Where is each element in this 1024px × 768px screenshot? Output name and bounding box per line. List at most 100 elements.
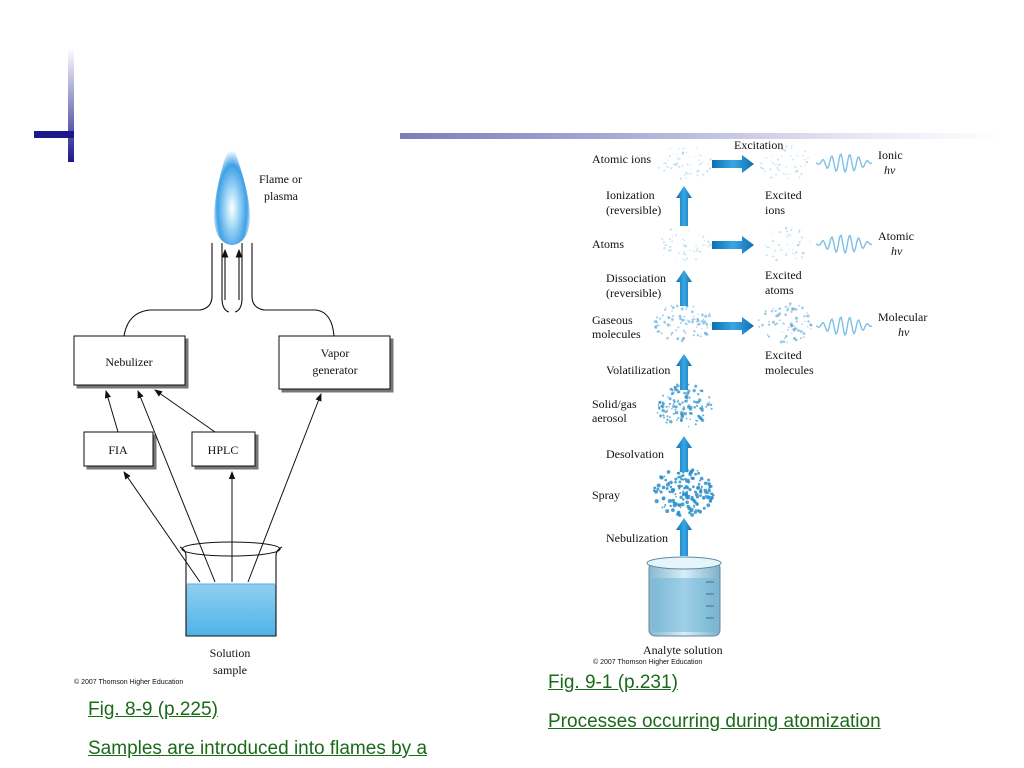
particle-dot <box>680 502 685 507</box>
particle-dot <box>654 499 659 504</box>
particle-dot <box>783 337 786 340</box>
particle-dot <box>686 405 690 409</box>
particle-dot <box>682 407 686 411</box>
particle-dot <box>683 250 686 253</box>
particle-dot <box>778 312 782 316</box>
particle-dot <box>663 247 666 250</box>
particle-dot <box>707 495 710 498</box>
particle-dot <box>784 253 788 257</box>
particle-dot <box>757 319 760 321</box>
fig-9-1: Excitation Atomic ions Ionization (rever… <box>592 138 927 666</box>
particle-dot <box>689 172 692 175</box>
particle-dot <box>665 421 668 424</box>
particle-dot <box>810 328 812 330</box>
dissociation-label-line2: (reversible) <box>606 286 661 300</box>
spray-label: Spray <box>592 488 620 502</box>
particle-dot <box>790 145 793 148</box>
particle-dot <box>693 330 696 333</box>
particle-dot <box>677 471 681 475</box>
particle-dot <box>683 406 685 408</box>
particle-dot <box>800 256 803 259</box>
particle-dot <box>686 172 689 176</box>
particle-dot <box>794 165 796 168</box>
particle-dot <box>662 241 666 244</box>
particle-dot <box>806 312 808 314</box>
atomic-ions-label: Atomic ions <box>592 152 651 166</box>
fig-9-1-caption-link[interactable]: Processes occurring during atomization <box>548 711 881 732</box>
fig-8-9-caption-link[interactable]: Samples are introduced into flames by a <box>88 738 428 759</box>
particle-dot <box>803 253 806 255</box>
particle-dot <box>696 419 699 422</box>
nebulizer-box <box>73 335 186 386</box>
fig8-9-copyright: © 2007 Thomson Higher Education <box>74 678 183 686</box>
particle-dot <box>685 177 687 179</box>
particle-dot <box>676 162 679 164</box>
particle-dot <box>656 411 659 414</box>
particle-dot <box>700 327 703 330</box>
particle-dot <box>667 249 671 252</box>
particle-dot <box>809 323 812 326</box>
particle-dot <box>786 233 789 236</box>
particle-dot <box>772 255 775 258</box>
particle-dot <box>669 387 673 391</box>
particle-dot <box>795 317 798 320</box>
particle-dot <box>766 246 769 249</box>
particle-dot <box>669 480 673 485</box>
particle-dot <box>663 254 665 256</box>
particle-dot <box>689 397 691 399</box>
particle-dot <box>666 418 669 421</box>
fig-8-9-link[interactable]: Fig. 8-9 (p.225) <box>88 699 218 720</box>
particle-dot <box>792 307 796 311</box>
particle-dot <box>694 509 697 511</box>
particle-dot <box>710 492 714 496</box>
particle-dot <box>678 157 681 160</box>
particle-dot <box>777 243 780 246</box>
particle-dot <box>695 320 698 323</box>
particle-dot <box>689 469 694 474</box>
particle-dot <box>705 333 708 335</box>
ionic-hv-label-line1: Ionic <box>878 148 903 162</box>
particle-dot <box>684 322 688 325</box>
particle-dot <box>659 414 661 416</box>
particle-dot <box>669 249 672 252</box>
particle-dot <box>685 417 688 420</box>
particle-dot <box>687 229 690 231</box>
fig-9-1-link[interactable]: Fig. 9-1 (p.231) <box>548 672 678 693</box>
particle-dot <box>784 227 788 230</box>
particle-dot <box>779 340 783 344</box>
particle-dot <box>658 248 660 250</box>
particle-dot <box>693 405 697 409</box>
atomic-hv-label-line1: Atomic <box>878 229 914 243</box>
particle-dot <box>788 248 790 250</box>
particle-dot <box>798 229 801 231</box>
particle-dot <box>681 338 684 341</box>
particle-dot <box>695 251 697 253</box>
accent-horizontal-bar <box>34 131 74 138</box>
particle-dot <box>788 173 790 175</box>
particle-dot <box>801 237 803 239</box>
particle-dot <box>655 316 659 319</box>
particle-dot <box>694 472 698 476</box>
particle-dot <box>791 332 793 335</box>
particle-dot <box>663 320 667 324</box>
particle-dot <box>662 402 664 405</box>
particle-dot <box>668 317 671 320</box>
particle-dot <box>705 405 708 408</box>
particle-dot <box>662 394 665 397</box>
particle-dot <box>670 333 673 336</box>
particle-dot <box>678 484 682 488</box>
particle-dot <box>677 475 680 479</box>
ionization-label-line1: Ionization <box>606 188 655 202</box>
particle-dot <box>676 400 679 403</box>
particle-dot <box>765 157 767 159</box>
particle-dot <box>771 240 775 243</box>
particle-dot <box>799 337 802 340</box>
particle-dot <box>681 238 684 241</box>
particle-dot <box>674 408 677 411</box>
particle-dot <box>664 503 667 507</box>
particle-dot <box>760 166 763 169</box>
particle-dot <box>774 309 777 313</box>
particle-dot <box>709 403 713 407</box>
particle-dot <box>685 254 687 256</box>
hplc-label: HPLC <box>208 443 239 457</box>
